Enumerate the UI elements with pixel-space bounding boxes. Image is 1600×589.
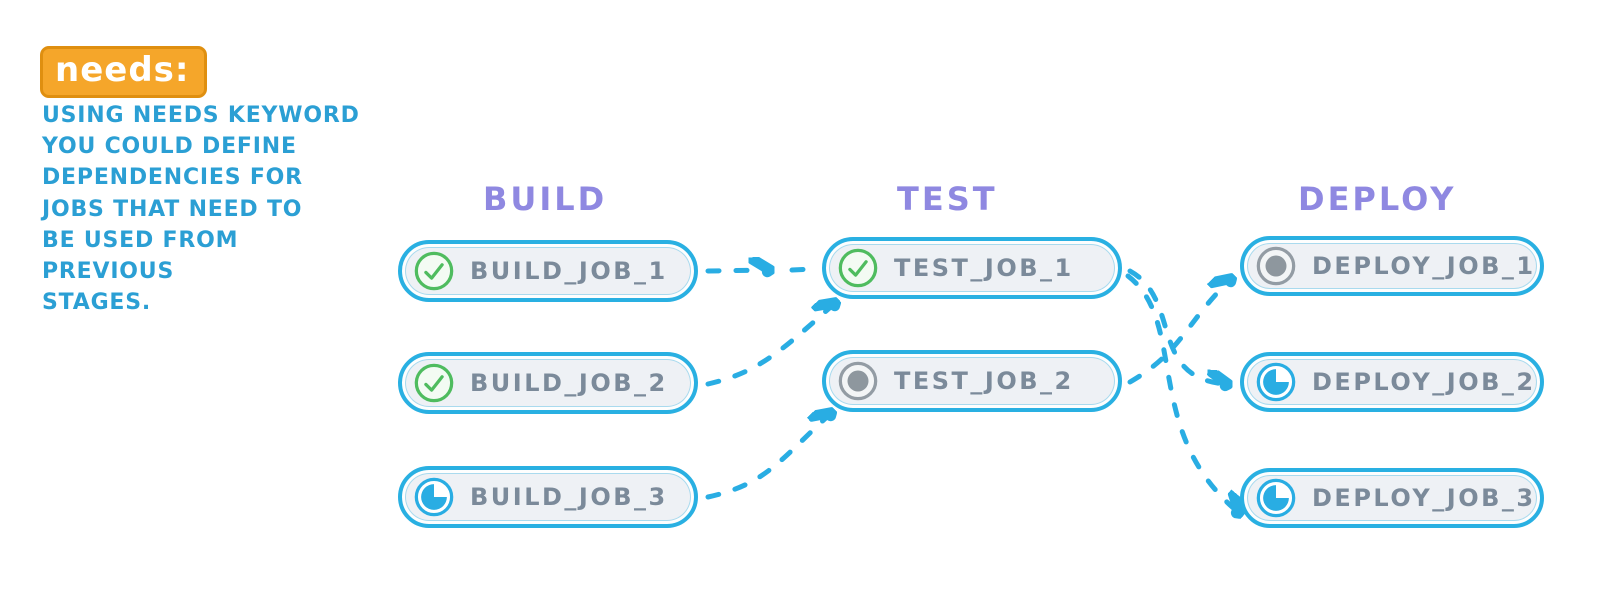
edge-build-job-1-test-job-1 <box>705 270 768 271</box>
job-label: DEPLOY_JOB_3 <box>1312 484 1536 512</box>
job-label: TEST_JOB_2 <box>894 367 1074 395</box>
stage-header-build: BUILD <box>483 180 608 218</box>
job-pill-deploy-job-3[interactable]: DEPLOY_JOB_3 <box>1240 468 1544 528</box>
check-circle-icon <box>414 363 454 403</box>
job-pill-build-job-1[interactable]: BUILD_JOB_1 <box>398 240 698 302</box>
pie-circle-icon <box>1256 362 1296 402</box>
job-label: DEPLOY_JOB_2 <box>1312 368 1536 396</box>
check-circle-icon <box>838 248 878 288</box>
edge-test-job-2-deploy-job-1 <box>1127 280 1230 385</box>
edge-test-job-1-deploy-job-3 <box>1125 273 1238 512</box>
pie-circle-icon <box>414 477 454 517</box>
job-pill-build-job-2[interactable]: BUILD_JOB_2 <box>398 352 698 414</box>
pie-circle-icon <box>1256 478 1296 518</box>
job-label: DEPLOY_JOB_1 <box>1312 252 1536 280</box>
edge-build-job-3-test-job-2 <box>705 414 830 500</box>
job-pill-test-job-1[interactable]: TEST_JOB_1 <box>822 237 1122 299</box>
job-label: BUILD_JOB_3 <box>470 483 668 511</box>
edge-test-job-1-deploy-job-2 <box>1127 268 1226 384</box>
job-pill-build-job-3[interactable]: BUILD_JOB_3 <box>398 466 698 528</box>
edge-build-job-2-test-job-1 <box>705 304 834 387</box>
job-pill-deploy-job-2[interactable]: DEPLOY_JOB_2 <box>1240 352 1544 412</box>
job-pill-test-job-2[interactable]: TEST_JOB_2 <box>822 350 1122 412</box>
check-circle-icon <box>414 251 454 291</box>
dot-circle-icon <box>1256 246 1296 286</box>
needs-description-text: USING NEEDS KEYWORD YOU COULD DEFINE DEP… <box>42 103 360 316</box>
edge-build-job-1-test-job-1-tail <box>789 266 817 273</box>
job-label: BUILD_JOB_1 <box>470 257 668 285</box>
needs-keyword-badge: needs: <box>40 46 207 98</box>
stage-header-test: TEST <box>897 180 998 218</box>
job-label: TEST_JOB_1 <box>894 254 1074 282</box>
dot-circle-icon <box>838 361 878 401</box>
job-pill-deploy-job-1[interactable]: DEPLOY_JOB_1 <box>1240 236 1544 296</box>
stage-header-deploy: DEPLOY <box>1298 180 1457 218</box>
job-label: BUILD_JOB_2 <box>470 369 668 397</box>
